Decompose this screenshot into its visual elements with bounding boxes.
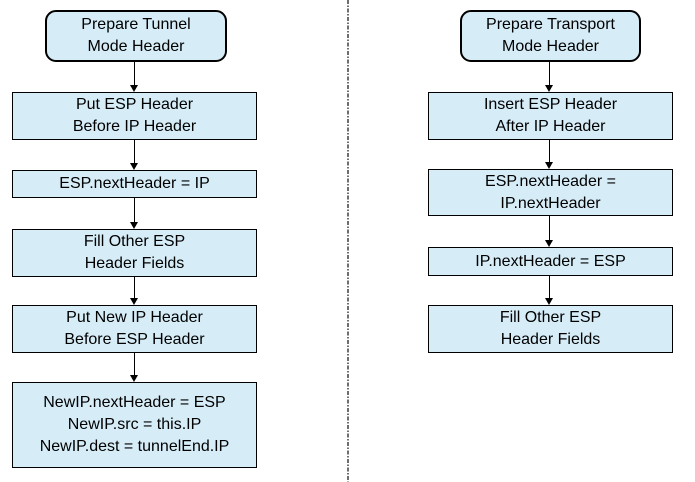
box-label-line: NewIP.nextHeader = ESP	[43, 394, 226, 411]
box-label-line: Header Fields	[84, 255, 185, 272]
process-insert-esp-header-after-ip-header: Insert ESP Header After IP Header	[428, 92, 673, 140]
box-label-line: Prepare Tunnel	[81, 16, 191, 33]
process-esp-nextheader-equals-ip-nextheader: ESP.nextHeader = IP.nextHeader	[428, 169, 673, 216]
down-arrow	[545, 140, 554, 169]
box-label-line: ESP.nextHeader = IP	[59, 175, 210, 192]
process-fill-other-esp-header-fields-transport: Fill Other ESP Header Fields	[428, 305, 673, 353]
box-label-line: Put New IP Header	[66, 309, 203, 326]
process-ip-nextheader-equals-esp: IP.nextHeader = ESP	[428, 247, 673, 276]
arrowhead-icon	[130, 222, 138, 229]
terminator-prepare-tunnel-mode-header: Prepare Tunnel Mode Header	[45, 10, 227, 62]
arrow-stem	[133, 277, 136, 299]
arrow-stem	[548, 276, 551, 299]
process-fill-other-esp-header-fields-tunnel: Fill Other ESP Header Fields	[12, 229, 257, 277]
box-label-line: Fill Other ESP	[83, 233, 186, 250]
box-label-line: Before ESP Header	[64, 331, 205, 348]
box-label-line: Prepare Transport	[486, 16, 615, 33]
arrowhead-icon	[130, 298, 138, 305]
dashed-divider-line	[347, 0, 349, 482]
arrow-stem	[548, 216, 551, 241]
down-arrow	[130, 277, 139, 305]
down-arrow	[545, 216, 554, 247]
box-label-line: Fill Other ESP	[499, 309, 602, 326]
process-esp-nextheader-equals-ip: ESP.nextHeader = IP	[12, 170, 257, 198]
box-label-line: IP.nextHeader	[500, 194, 601, 212]
arrow-stem	[548, 140, 551, 163]
arrow-stem	[133, 62, 136, 86]
box-label-line: NewIP.src = this.IP	[67, 416, 202, 433]
terminator-prepare-transport-mode-header: Prepare Transport Mode Header	[460, 10, 641, 62]
arrowhead-icon	[130, 163, 138, 170]
box-label-line: After IP Header	[495, 118, 606, 135]
arrowhead-icon	[545, 162, 553, 169]
down-arrow	[130, 353, 139, 382]
down-arrow	[545, 276, 554, 305]
arrowhead-icon	[130, 375, 138, 382]
arrowhead-icon	[545, 85, 553, 92]
box-label-line: Put ESP Header	[75, 96, 194, 113]
down-arrow	[130, 62, 139, 92]
box-label-line: IP.nextHeader = ESP	[475, 252, 626, 270]
box-label-line: Insert ESP Header	[483, 96, 618, 113]
arrow-stem	[133, 353, 136, 376]
box-label-line: Header Fields	[500, 331, 601, 348]
arrowhead-icon	[545, 298, 553, 305]
box-label-line: ESP.nextHeader =	[485, 172, 616, 190]
process-newip-field-assignments: NewIP.nextHeader = ESP NewIP.src = this.…	[12, 382, 257, 468]
process-put-esp-header-before-ip-header: Put ESP Header Before IP Header	[12, 92, 257, 140]
down-arrow	[130, 198, 139, 229]
down-arrow	[545, 62, 554, 92]
arrowhead-icon	[130, 85, 138, 92]
arrow-stem	[133, 140, 136, 164]
process-put-new-ip-header-before-esp-header: Put New IP Header Before ESP Header	[12, 305, 257, 353]
arrow-stem	[548, 62, 551, 86]
box-label-line: Before IP Header	[72, 118, 197, 135]
box-label-line: Mode Header	[87, 38, 185, 55]
arrowhead-icon	[545, 240, 553, 247]
arrow-stem	[133, 198, 136, 223]
box-label-line: NewIP.dest = tunnelEnd.IP	[39, 438, 230, 455]
box-label-line: Mode Header	[502, 38, 599, 55]
down-arrow	[130, 140, 139, 170]
